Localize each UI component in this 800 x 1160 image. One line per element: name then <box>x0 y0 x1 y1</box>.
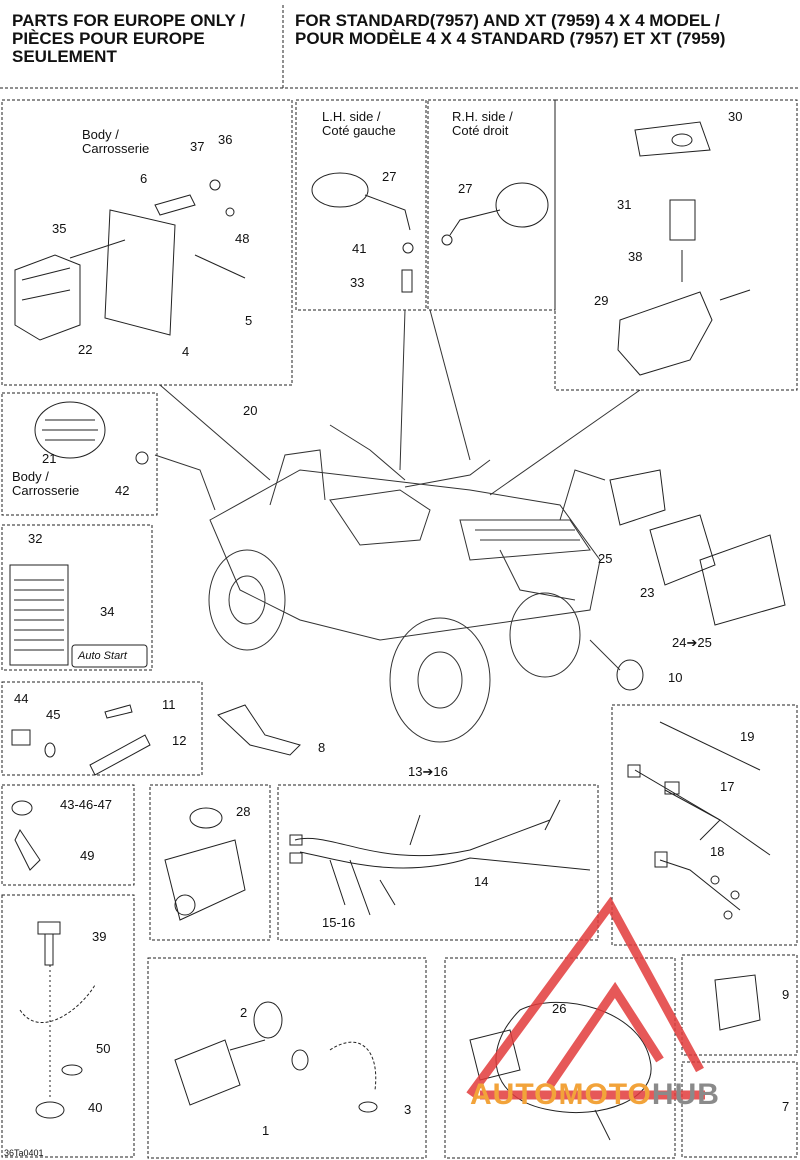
turn-signal-assembly <box>174 1001 378 1113</box>
callout: 4 <box>182 344 190 359</box>
ignition-switch <box>617 121 751 376</box>
callout: 17 <box>720 779 735 794</box>
callout: 34 <box>100 604 115 619</box>
callout: 42 <box>115 483 130 498</box>
callout: 29 <box>594 293 609 308</box>
callout: 23 <box>640 585 655 600</box>
rh-side-label: R.H. side / Coté droit <box>452 109 513 138</box>
callout: 21 <box>42 451 57 466</box>
callout: 41 <box>352 241 367 256</box>
callout: 12 <box>172 733 187 748</box>
bracket-8 <box>217 704 301 756</box>
callout: 35 <box>52 221 67 236</box>
callout: 25 <box>598 551 613 566</box>
callout: 22 <box>78 342 93 357</box>
callout: 36 <box>218 132 233 147</box>
lh-side-label: L.H. side / Coté gauche <box>322 109 396 138</box>
callout: 28 <box>236 804 251 819</box>
callout: 30 <box>728 109 743 124</box>
watermark-logo <box>466 896 705 1100</box>
callout: 45 <box>46 707 61 722</box>
harness-17-18-19 <box>627 721 771 920</box>
callout: 43-46-47 <box>60 797 113 812</box>
callout: 39 <box>92 929 107 944</box>
callout: 20 <box>243 403 258 418</box>
callout: 15-16 <box>322 915 356 930</box>
callout: 33 <box>350 275 365 290</box>
callout: 24➔25 <box>672 635 712 650</box>
callout: 49 <box>80 848 95 863</box>
callout: 44 <box>14 691 29 706</box>
bolt-stack <box>19 921 96 1119</box>
wiring-harness <box>289 799 591 916</box>
header-left: PARTS FOR EUROPE ONLY / PIÈCES POUR EURO… <box>12 11 246 66</box>
callout: 11 <box>162 697 176 712</box>
relay-part <box>714 974 761 1031</box>
body-label-left: Body / Carrosserie <box>12 469 80 498</box>
header-right: FOR STANDARD(7957) AND XT (7959) 4 X 4 M… <box>295 11 726 48</box>
callout: 1 <box>262 1123 270 1138</box>
license-light-assembly <box>14 179 246 341</box>
cable-assembly <box>469 1001 652 1141</box>
callout: 6 <box>140 171 148 186</box>
watermark-text-a: AUTOMOTO <box>470 1078 652 1111</box>
body-label-top: Body / Carrosserie <box>82 127 150 156</box>
starter-solenoid <box>164 807 246 921</box>
mirror-right <box>441 182 549 246</box>
callout: 7 <box>782 1099 790 1114</box>
callout: 9 <box>782 987 790 1002</box>
warning-decal <box>9 564 69 666</box>
callout: 19 <box>740 729 755 744</box>
watermark-text: AUTOMOTOHUB <box>470 1078 720 1112</box>
callout: 48 <box>235 231 250 246</box>
panel-frames <box>1 99 798 1159</box>
callout: 31 <box>617 197 632 212</box>
callout: 38 <box>628 249 643 264</box>
figure-code: 36Ta0401 <box>4 1148 44 1158</box>
callout: 8 <box>318 740 326 755</box>
callout: 27 <box>458 181 473 196</box>
callout: 3 <box>404 1102 412 1117</box>
callout: 27 <box>382 169 397 184</box>
callout: 5 <box>245 313 253 328</box>
mirror-left <box>311 172 414 293</box>
callout: 26 <box>552 1001 567 1016</box>
callout: 18 <box>710 844 725 859</box>
callout: 40 <box>88 1100 103 1115</box>
watermark-text-b: HUB <box>651 1078 720 1111</box>
callout: 32 <box>28 531 43 546</box>
callout: 13➔16 <box>408 764 448 779</box>
callout: 14 <box>474 874 489 889</box>
grille-part <box>34 401 149 465</box>
atv-illustration <box>208 449 601 743</box>
callout: 50 <box>96 1041 111 1056</box>
callout: 2 <box>240 1005 248 1020</box>
decal-brand: Auto Start <box>78 650 127 662</box>
callout: 10 <box>668 670 683 685</box>
callout: 37 <box>190 139 205 154</box>
headlight-assembly <box>609 469 786 691</box>
